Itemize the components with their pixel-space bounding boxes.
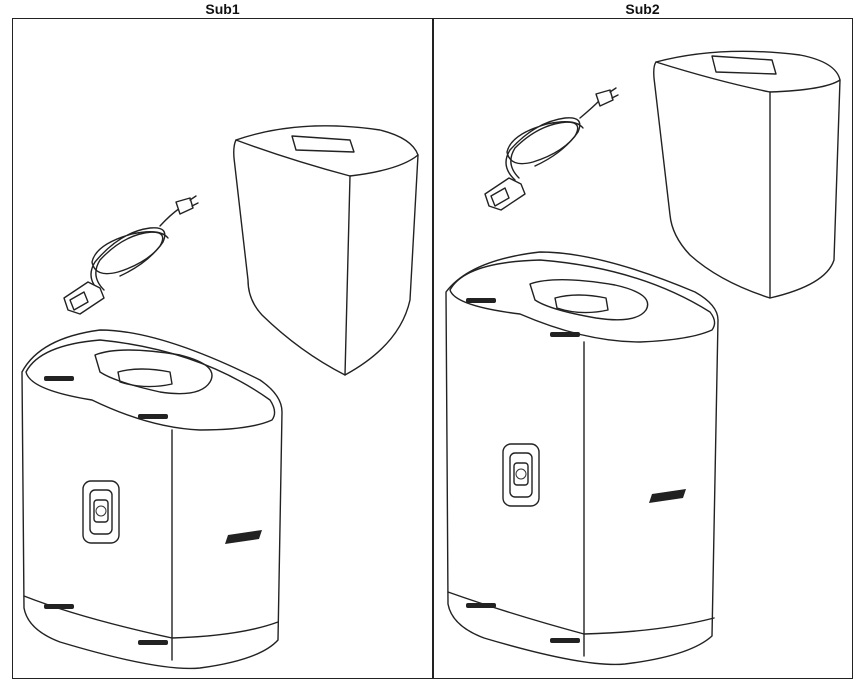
sub2-cover	[654, 51, 840, 298]
sub1-brand-logo	[225, 530, 262, 544]
sub1-illustration	[13, 19, 431, 678]
sub1-cover	[234, 126, 418, 375]
column-divider	[432, 18, 434, 679]
sub1-control-button	[83, 481, 119, 543]
sub1-power-cord	[64, 196, 198, 314]
sub2-brand-logo	[649, 489, 686, 503]
sub2-subwoofer	[446, 252, 718, 664]
sub2-illustration	[434, 19, 852, 678]
sub1-subwoofer	[22, 330, 282, 668]
column-label-sub1: Sub1	[205, 1, 240, 17]
sub2-control-button	[503, 444, 539, 506]
column-label-sub2: Sub2	[625, 1, 660, 17]
sub2-power-cord	[485, 88, 618, 210]
